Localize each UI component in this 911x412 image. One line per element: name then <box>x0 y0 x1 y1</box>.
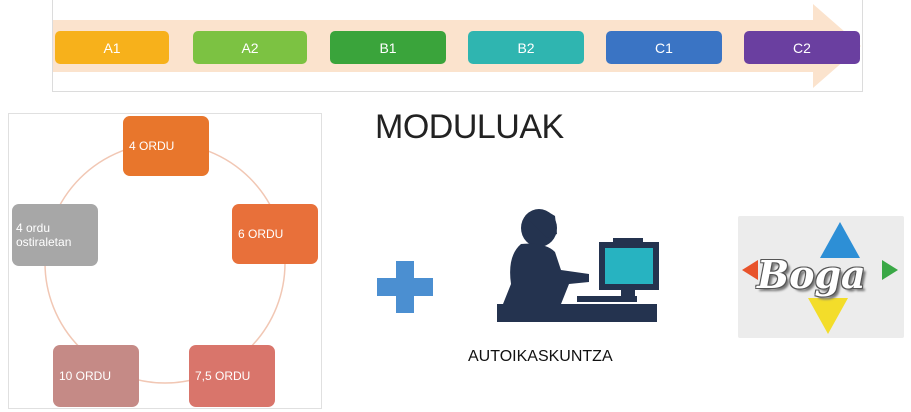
level-a2-label: A2 <box>241 39 259 56</box>
level-c2-label: C2 <box>793 39 811 56</box>
level-b2-label: B2 <box>517 39 535 56</box>
cycle-node-ostiraletan-line1: 4 ordu <box>16 221 51 235</box>
cycle-node-4-ordu-label: 4 ORDU <box>129 139 175 153</box>
cycle-node-7-5-ordu-label: 7,5 ORDU <box>195 369 251 383</box>
page-title: MODULUAK <box>375 108 564 146</box>
cycle-node-10-ordu-label: 10 ORDU <box>59 369 112 383</box>
level-a1: A1 <box>55 31 169 64</box>
boga-logo-text: Boga <box>757 252 866 297</box>
level-b1: B1 <box>330 31 446 64</box>
level-c1-label: C1 <box>655 39 673 56</box>
cycle-node-4-ordu-ostiraletan: 4 ordu ostiraletan <box>12 204 98 266</box>
person-at-computer-icon <box>497 209 659 322</box>
level-c2: C2 <box>744 31 860 64</box>
level-b2: B2 <box>468 31 584 64</box>
level-banner <box>52 0 863 92</box>
level-b1-label: B1 <box>379 39 397 56</box>
cycle-node-4-ordu: 4 ORDU <box>123 116 209 176</box>
level-a2: A2 <box>193 31 307 64</box>
plus-icon <box>377 261 433 313</box>
level-c1: C1 <box>606 31 722 64</box>
level-a1-label: A1 <box>103 39 121 56</box>
cycle-node-6-ordu-label: 6 ORDU <box>238 227 284 241</box>
cycle-node-10-ordu: 10 ORDU <box>53 345 139 407</box>
self-study-label: AUTOIKASKUNTZA <box>468 348 613 365</box>
cycle-node-6-ordu: 6 ORDU <box>232 204 318 264</box>
boga-logo-arrows <box>742 222 898 334</box>
cycle-node-ostiraletan-line2: ostiraletan <box>16 235 72 249</box>
cycle-node-7-5-ordu: 7,5 ORDU <box>189 345 275 407</box>
progress-arrow <box>53 4 861 88</box>
